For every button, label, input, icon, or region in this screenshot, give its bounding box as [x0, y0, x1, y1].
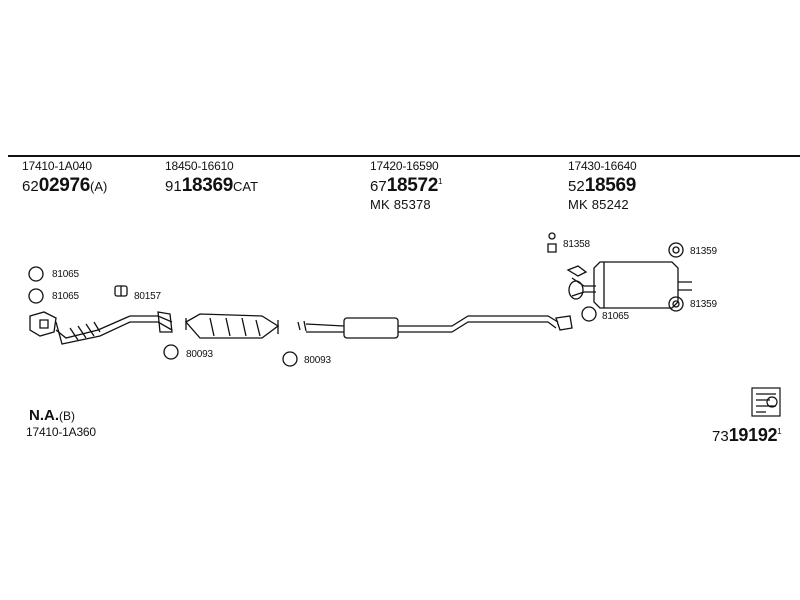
- gasket-ring-3: [163, 344, 179, 360]
- hanger-label-1: 81358: [563, 239, 590, 250]
- hanger-81358-icon: [547, 232, 557, 253]
- bolt-label: 80157: [134, 291, 161, 302]
- hanger-81359-top-inner: [672, 246, 680, 254]
- gasket-label-5: 81065: [602, 311, 629, 322]
- rear-muffler-part-number: 17430-16640: [568, 159, 637, 173]
- center-pipe-mk: MK 85378: [370, 197, 431, 212]
- catalyst-shape: [184, 313, 280, 339]
- hanger-81359-bottom-icon: [668, 296, 684, 312]
- header-front-pipe: 17410-1A040 6202976(A): [22, 160, 107, 195]
- hanger-label-3: 81359: [690, 299, 717, 310]
- not-available-label: N.A.: [29, 407, 59, 424]
- not-available-marker: N.A.(B): [29, 408, 75, 424]
- catalyst-ref-suffix: CAT: [233, 179, 259, 194]
- gasket-ring-5: [581, 306, 597, 322]
- gasket-label-2: 81065: [52, 291, 79, 302]
- front-pipe-reference: 6202976(A): [22, 176, 107, 195]
- center-pipe-shape: [297, 315, 573, 339]
- center-pipe-part-number: 17420-16590: [370, 159, 439, 173]
- center-pipe-reference: 67185721: [370, 176, 442, 195]
- rear-muffler-reference: 5218569: [568, 176, 637, 195]
- catalyst-ref-main: 18369: [181, 175, 234, 196]
- rear-muffler-shape: [566, 261, 692, 309]
- front-pipe-ref-suffix: (A): [90, 179, 108, 194]
- not-available-suffix: (B): [59, 409, 75, 423]
- front-pipe-ref-main: 02976: [38, 175, 91, 196]
- bolt-80157: [114, 285, 128, 297]
- bottom-ref-main: 19192: [728, 425, 778, 445]
- hanger-81359-bottom-inner: [672, 300, 680, 308]
- header-center-pipe: 17420-16590 67185721 MK 85378: [370, 160, 442, 211]
- gasket-label-3: 80093: [186, 349, 213, 360]
- center-pipe-ref-prefix: 67: [370, 178, 387, 195]
- center-pipe-ref-main: 18572: [386, 175, 439, 196]
- bottom-reference: 73191921: [712, 426, 782, 445]
- bottom-ref-prefix: 73: [712, 428, 729, 445]
- gasket-label-1: 81065: [52, 269, 79, 280]
- bottom-ref-sup: 1: [777, 427, 782, 436]
- gasket-ring-1: [28, 266, 44, 282]
- front-pipe-part-number: 17410-1A040: [22, 159, 92, 173]
- hanger-label-2: 81359: [690, 246, 717, 257]
- not-available-part-number: 17410-1A360: [26, 425, 96, 439]
- catalyst-ref-prefix: 91: [165, 178, 182, 195]
- header-divider-line: [8, 155, 800, 157]
- gasket-ring-4: [282, 351, 298, 367]
- front-pipe-ref-prefix: 62: [22, 178, 39, 195]
- document-reference-icon: [751, 387, 781, 417]
- rear-muffler-mk: MK 85242: [568, 197, 629, 212]
- catalyst-reference: 9118369CAT: [165, 176, 258, 195]
- gasket-label-4: 80093: [304, 355, 331, 366]
- header-catalyst: 18450-16610 9118369CAT: [165, 160, 258, 195]
- header-rear-muffler: 17430-16640 5218569 MK 85242: [568, 160, 637, 211]
- hanger-81359-top-icon: [668, 242, 684, 258]
- rear-muffler-ref-main: 18569: [584, 175, 637, 196]
- center-pipe-ref-sup: 1: [438, 177, 443, 186]
- front-pipe-shape: [29, 311, 173, 345]
- rear-muffler-ref-prefix: 52: [568, 178, 585, 195]
- catalyst-part-number: 18450-16610: [165, 159, 234, 173]
- gasket-ring-2: [28, 288, 44, 304]
